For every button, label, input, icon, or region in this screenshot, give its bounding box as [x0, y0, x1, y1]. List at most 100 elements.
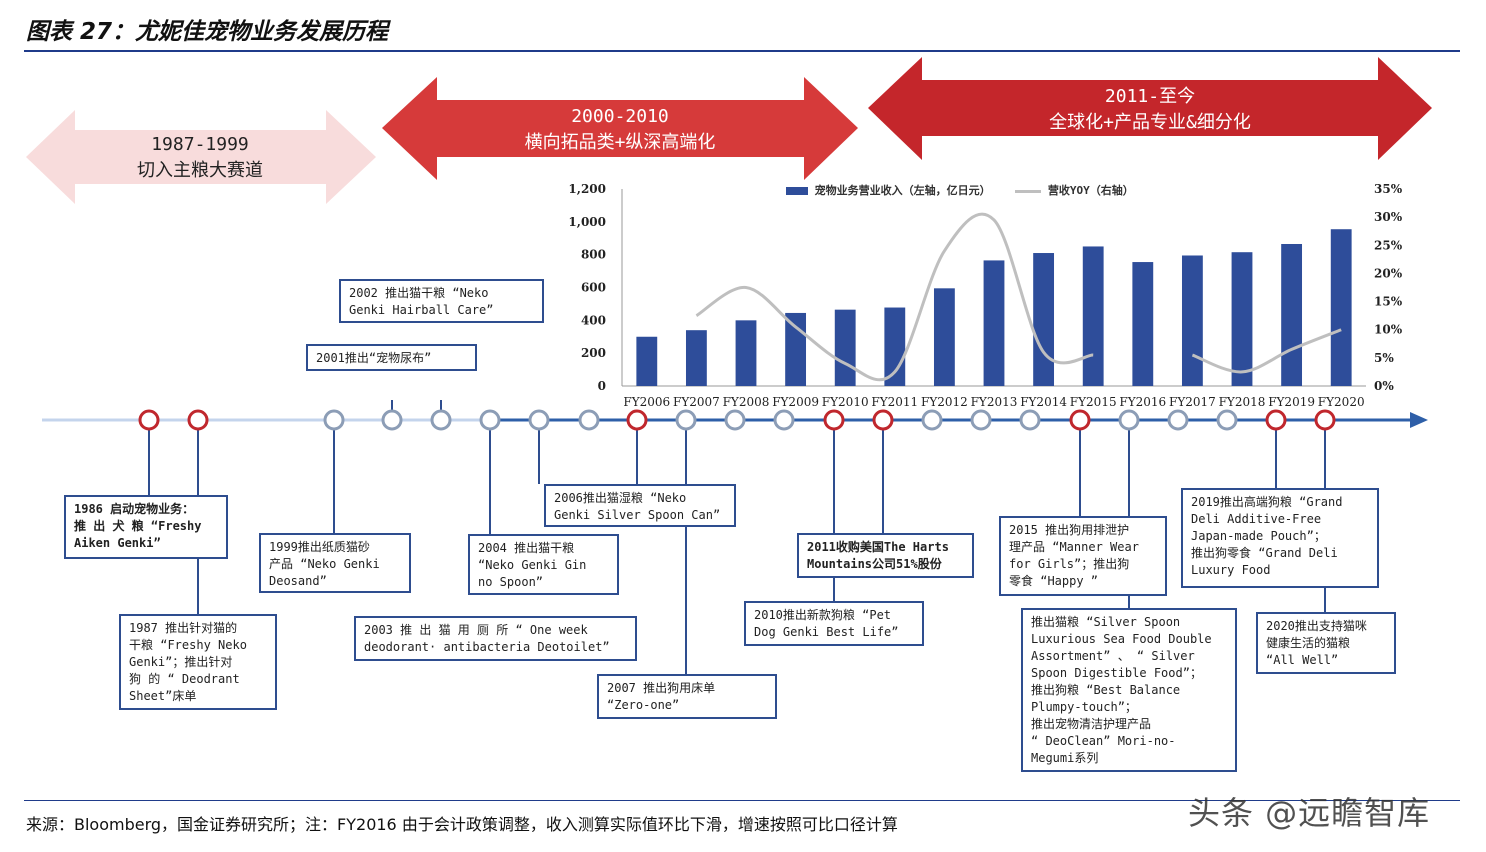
y-right-tick-label: 15% — [1374, 295, 1403, 309]
revenue-bar — [884, 307, 906, 386]
watermark: 头条 @远瞻智库 — [1188, 794, 1431, 832]
phase-2-years: 2000-2010 — [571, 106, 669, 127]
timeline-node — [773, 409, 795, 431]
y-right-tick-label: 5% — [1374, 351, 1394, 365]
event-1999: 1999推出纸质猫砂 产品 “Neko Genki Deosand” — [259, 533, 411, 593]
revenue-bar — [933, 288, 955, 386]
timeline-node — [381, 409, 403, 431]
timeline-node — [675, 409, 697, 431]
phase-arrow-2 — [382, 77, 858, 180]
event-2001: 2001推出“宠物尿布” — [306, 344, 477, 371]
x-tick-label: FY2008 — [723, 395, 770, 409]
timeline-node — [970, 409, 992, 431]
timeline-node — [1069, 409, 1091, 431]
timeline — [42, 400, 1428, 674]
x-tick-label: FY2016 — [1119, 395, 1166, 409]
x-tick-label: FY2014 — [1020, 395, 1067, 409]
event-1986: 1986 启动宠物业务： 推 出 犬 粮 “Freshy Aiken Genki… — [64, 495, 228, 559]
revenue-bar — [785, 312, 807, 386]
chart-legend: 宠物业务营业收入（左轴，亿日元） 营收YOY（右轴） — [786, 182, 1134, 198]
revenue-chart: 1,2001,000800600400200035%30%25%20%15%10… — [568, 182, 1403, 409]
timeline-node — [1167, 409, 1189, 431]
revenue-bar — [685, 330, 707, 386]
timeline-node — [1118, 409, 1140, 431]
revenue-bar — [1033, 253, 1055, 386]
y-right-tick-label: 10% — [1374, 323, 1403, 337]
timeline-node — [479, 409, 501, 431]
y-right-tick-label: 35% — [1374, 182, 1403, 196]
x-tick-label: FY2019 — [1268, 395, 1315, 409]
x-tick-label: FY2015 — [1070, 395, 1117, 409]
event-2006: 2006推出猫湿粮 “Neko Genki Silver Spoon Can” — [544, 484, 736, 527]
timeline-node — [138, 409, 160, 431]
phase-1-label: 切入主粮大赛道 — [137, 160, 263, 181]
x-tick-label: FY2017 — [1169, 395, 1216, 409]
event-1987: 1987 推出针对猫的 干粮 “Freshy Neko Genki”；推出针对 … — [119, 614, 277, 710]
timeline-node — [1265, 409, 1287, 431]
y-left-tick-label: 400 — [581, 313, 606, 327]
legend-bar-label: 宠物业务营业收入（左轴，亿日元） — [814, 184, 991, 197]
yoy-line — [695, 212, 1094, 382]
event-2002: 2002 推出猫干粮 “Neko Genki Hairball Care” — [339, 279, 544, 323]
timeline-node — [724, 409, 746, 431]
phase-3-text: 2011-至今 全球化+产品专业&细分化 — [950, 84, 1350, 136]
source-note: 来源：Bloomberg，国金证券研究所；注：FY2016 由于会计政策调整，收… — [26, 815, 898, 834]
revenue-bar — [735, 320, 757, 386]
event-2011: 2011收购美国The Harts Mountains公司51%股份 — [797, 533, 974, 578]
revenue-bar — [1231, 252, 1253, 386]
revenue-bar — [1132, 262, 1154, 386]
event-2015: 2015 推出狗用排泄护 理产品 “Manner Wear for Girls”… — [999, 516, 1167, 596]
event-2007: 2007 推出狗用床单 “Zero-one” — [597, 674, 777, 719]
y-left-tick-label: 200 — [581, 346, 606, 360]
x-tick-label: FY2020 — [1318, 395, 1365, 409]
timeline-node — [430, 409, 452, 431]
timeline-node — [578, 409, 600, 431]
y-right-tick-label: 0% — [1374, 379, 1394, 393]
event-2010: 2010推出新款狗粮 “Pet Dog Genki Best Life” — [744, 601, 924, 646]
revenue-bar — [636, 336, 658, 386]
y-left-tick-label: 600 — [581, 281, 606, 295]
revenue-bar — [983, 260, 1005, 386]
x-tick-label: FY2006 — [623, 395, 670, 409]
legend-line-swatch — [1015, 189, 1042, 193]
y-left-tick-label: 800 — [581, 248, 606, 262]
timeline-arrowhead — [1410, 412, 1428, 428]
y-left-tick-label: 0 — [598, 379, 606, 393]
x-tick-label: FY2010 — [822, 395, 869, 409]
event-2019: 2019推出高端狗粮 “Grand Deli Additive-Free Jap… — [1181, 488, 1379, 588]
timeline-node — [626, 409, 648, 431]
timeline-node — [1216, 409, 1238, 431]
timeline-node — [823, 409, 845, 431]
phase-arrow-3 — [868, 57, 1432, 160]
footer-rule — [24, 800, 1460, 801]
y-right-tick-label: 30% — [1374, 210, 1403, 224]
yoy-line — [1191, 328, 1342, 374]
page-title: 图表 27：尤妮佳宠物业务发展历程 — [26, 19, 389, 45]
event-2003: 2003 推 出 猫 用 厕 所 “ One week deodorant· a… — [354, 616, 637, 661]
revenue-bar — [1281, 243, 1303, 386]
phase-1-years: 1987-1999 — [151, 134, 249, 155]
x-tick-label: FY2009 — [772, 395, 819, 409]
phase-2-text: 2000-2010 横向拓品类+纵深高端化 — [460, 104, 780, 156]
event-2015-more: 推出猫粮 “Silver Spoon Luxurious Sea Food Do… — [1021, 608, 1237, 772]
y-left-tick-label: 1,000 — [568, 215, 606, 229]
legend-line-label: 营收YOY（右轴） — [1047, 184, 1134, 197]
revenue-bar — [1082, 246, 1104, 386]
phase-3-years: 2011-至今 — [1104, 86, 1196, 107]
x-tick-label: FY2007 — [673, 395, 720, 409]
title-rule — [24, 50, 1460, 52]
phase-2-label: 横向拓品类+纵深高端化 — [524, 132, 716, 153]
event-2020: 2020推出支持猫咪 健康生活的猫粮 “All Well” — [1256, 612, 1396, 674]
event-2004: 2004 推出猫干粮 “Neko Genki Gin no Spoon” — [468, 534, 619, 595]
timeline-node — [921, 409, 943, 431]
timeline-node — [1314, 409, 1336, 431]
y-right-tick-label: 25% — [1374, 238, 1403, 252]
timeline-node — [187, 409, 209, 431]
x-tick-label: FY2011 — [871, 395, 918, 409]
timeline-node — [323, 409, 345, 431]
phase-1-text: 1987-1999 切入主粮大赛道 — [100, 132, 300, 184]
revenue-bar — [834, 309, 856, 386]
timeline-node — [528, 409, 550, 431]
revenue-bar — [1330, 229, 1352, 386]
timeline-node — [1019, 409, 1041, 431]
